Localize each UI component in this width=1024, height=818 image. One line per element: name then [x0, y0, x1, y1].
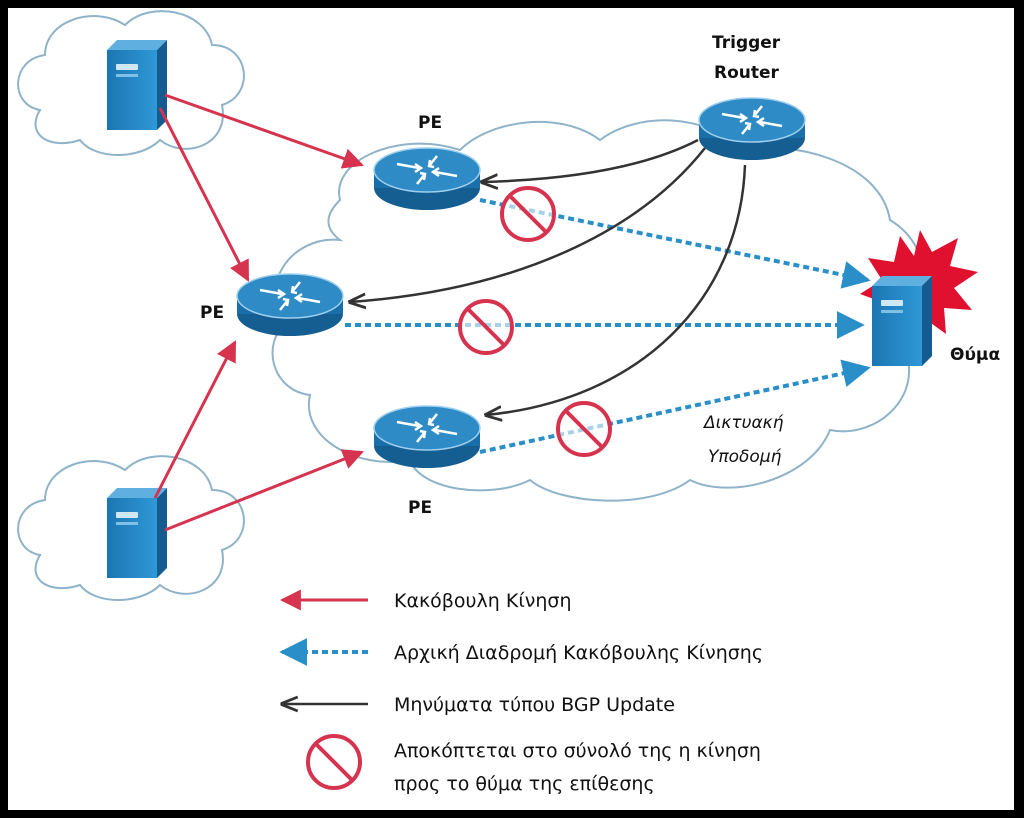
legend-route-text: Αρχική Διαδρομή Κακόβουλης Κίνησης	[394, 642, 763, 664]
original-route-dashed	[479, 198, 871, 289]
no-entry-icon	[458, 299, 514, 355]
legend: Κακόβουλη Κίνηση Αρχική Διαδρομή Κακόβου…	[279, 589, 763, 795]
trigger-router-label-1: Trigger	[712, 33, 781, 53]
pe-left-label: PE	[200, 303, 224, 323]
server-icon	[107, 40, 167, 130]
router-icon	[697, 96, 807, 162]
bgp-update-arrow	[482, 138, 699, 182]
malicious-arrow	[164, 449, 364, 532]
victim-label: Θύμα	[950, 345, 1000, 365]
legend-bgp-text: Μηνύματα τύπου BGP Update	[394, 694, 675, 716]
trigger-router-label-2: Router	[714, 63, 780, 83]
no-entry-icon	[556, 401, 612, 457]
infrastructure-label-2: Υποδομή	[708, 447, 782, 467]
malicious-arrow	[164, 93, 364, 169]
malicious-arrow	[153, 340, 237, 499]
no-entry-icon	[500, 186, 556, 242]
infrastructure-label-1: Δικτυακή	[702, 413, 784, 433]
malicious-arrow	[158, 107, 250, 282]
legend-malicious-text: Κακόβουλη Κίνηση	[394, 590, 572, 612]
no-entry-icon	[306, 734, 362, 790]
router-icon	[235, 272, 345, 338]
pe-top-label: PE	[418, 113, 442, 133]
server-icon	[872, 276, 932, 366]
bgp-update-arrow	[350, 147, 706, 302]
server-icon	[107, 488, 167, 578]
legend-blocked-text-1: Αποκόπτεται στο σύνολό της η κίνηση	[394, 740, 761, 762]
bgp-update-arrow	[486, 164, 747, 415]
original-route-dashed	[479, 359, 871, 454]
router-icon	[372, 146, 482, 212]
legend-blocked-text-2: προς το θύμα της επίθεσης	[394, 773, 655, 795]
pe-bottom-label: PE	[408, 498, 432, 518]
router-icon	[372, 404, 482, 470]
